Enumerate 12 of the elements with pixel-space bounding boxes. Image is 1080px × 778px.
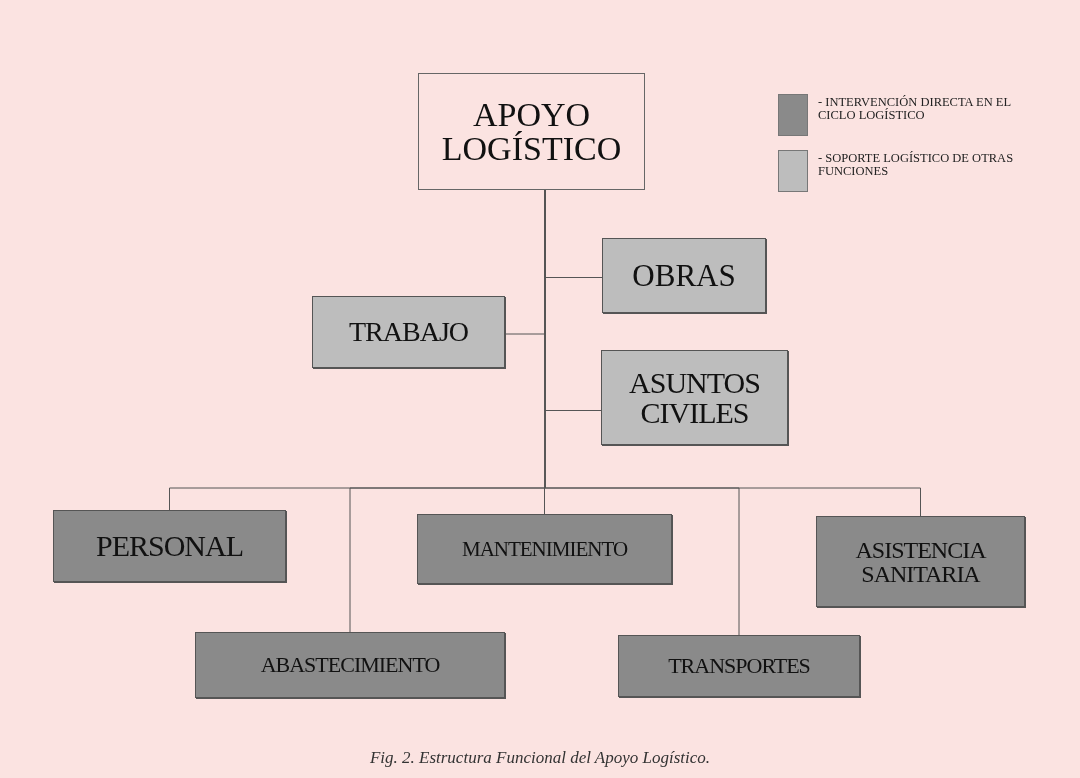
function-box: ASUNTOS CIVILES [601,350,788,445]
function-box: TRABAJO [312,296,505,368]
function-box: TRANSPORTES [618,635,860,697]
function-box: ASISTENCIA SANITARIA [816,516,1025,607]
root-box: APOYO LOGÍSTICO [418,73,645,190]
figure-caption: Fig. 2. Estructura Funcional del Apoyo Logístico. [368,748,712,768]
function-box: OBRAS [602,238,766,313]
function-box: ABASTECIMIENTO [195,632,505,698]
function-box: PERSONAL [53,510,286,582]
legend-text: - SOPORTE LOGÍSTICO DE OTRAS FUNCIONES [818,150,1015,179]
function-box: MANTENIMIENTO [417,514,672,584]
legend-text: - INTERVENCIÓN DIRECTA EN EL CICLO LOGÍSTICO [818,94,1012,123]
